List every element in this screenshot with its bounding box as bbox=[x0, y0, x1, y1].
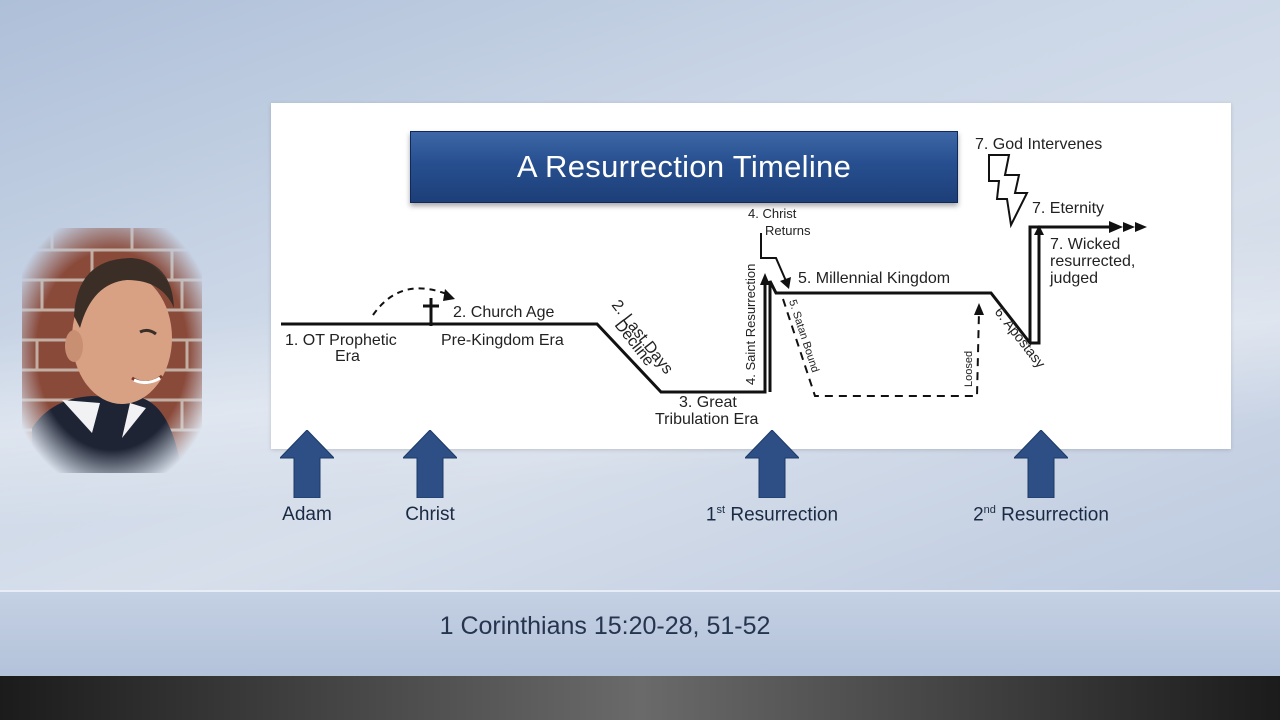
eternity-arrowhead-2 bbox=[1123, 222, 1135, 232]
lightning-bolt-icon bbox=[988, 154, 1029, 229]
saint-resurrection-arrowhead bbox=[760, 273, 770, 285]
label-resurrected: resurrected, bbox=[1050, 253, 1135, 270]
label-tribulation-era: Tribulation Era bbox=[655, 411, 759, 428]
eternity-arrowhead-1 bbox=[1109, 221, 1123, 233]
christ-returns-arrowhead bbox=[780, 277, 791, 289]
timeline-diagram: 1. OT Prophetic Era 2. Church Age Pre-Ki… bbox=[281, 136, 1147, 428]
label-saint-resurrection: 4. Saint Resurrection bbox=[743, 264, 758, 385]
millennial-line bbox=[768, 230, 1041, 392]
up-arrow-icon bbox=[280, 430, 334, 498]
label-ot-prophetic: 1. OT Prophetic bbox=[285, 332, 397, 349]
label-wicked: 7. Wicked bbox=[1050, 236, 1120, 253]
up-arrow-icon bbox=[1014, 430, 1068, 498]
marker-second-resurrection: 2nd Resurrection bbox=[955, 430, 1127, 526]
marker-label-adam: Adam bbox=[282, 504, 332, 525]
church-age-arc-arrowhead bbox=[443, 289, 455, 301]
slide-panel: 1. OT Prophetic Era 2. Church Age Pre-Ki… bbox=[271, 103, 1231, 449]
label-millennial-kingdom: 5. Millennial Kingdom bbox=[798, 270, 950, 287]
marker-first-resurrection: 1st Resurrection bbox=[692, 430, 852, 526]
marker-label-first-resurrection: 1st Resurrection bbox=[705, 504, 839, 526]
christ-returns-arrow bbox=[760, 233, 787, 282]
cross-icon bbox=[423, 298, 439, 326]
up-arrow-icon bbox=[745, 430, 799, 498]
marker-christ: Christ bbox=[370, 430, 490, 526]
loosed-arrowhead bbox=[974, 303, 984, 315]
marker-label-christ: Christ bbox=[405, 504, 455, 525]
church-age-arc bbox=[372, 287, 450, 316]
scripture-reference: 1 Corinthians 15:20-28, 51-52 bbox=[439, 612, 771, 640]
scripture-band bbox=[0, 590, 1280, 678]
label-ot-prophetic-era: Era bbox=[335, 348, 360, 365]
label-god-intervenes: 7. God Intervenes bbox=[975, 136, 1102, 153]
label-judged: judged bbox=[1049, 270, 1098, 287]
label-satan-bound: 5. Satan Bound bbox=[786, 298, 821, 374]
speaker-video bbox=[22, 228, 202, 473]
slide-title: A Resurrection Timeline bbox=[516, 149, 852, 184]
footer-bar bbox=[0, 676, 1280, 720]
label-christ: 4. Christ bbox=[748, 206, 797, 221]
satan-bound-dashed bbox=[782, 298, 980, 397]
label-loosed: Loosed bbox=[963, 351, 975, 387]
title-banner: A Resurrection Timeline bbox=[410, 131, 958, 203]
label-great: 3. Great bbox=[679, 394, 737, 411]
speaker-portrait bbox=[22, 228, 202, 473]
eternity-arrowhead-3 bbox=[1135, 222, 1147, 232]
timeline-line bbox=[281, 281, 767, 394]
up-arrow-icon bbox=[403, 430, 457, 498]
eternity-line bbox=[1028, 225, 1111, 343]
wicked-resurrected-arrowhead bbox=[1034, 225, 1044, 235]
label-returns: Returns bbox=[765, 223, 811, 238]
label-eternity: 7. Eternity bbox=[1032, 200, 1104, 217]
label-church-age: 2. Church Age bbox=[453, 304, 555, 321]
marker-label-second-resurrection: 2nd Resurrection bbox=[973, 504, 1109, 526]
marker-adam: Adam bbox=[247, 430, 367, 526]
label-pre-kingdom: Pre-Kingdom Era bbox=[441, 332, 564, 349]
